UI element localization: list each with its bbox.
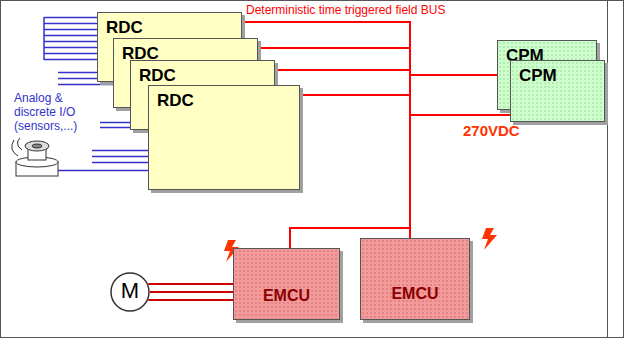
voltage-label: 270VDC [463, 122, 520, 139]
io-wire [92, 156, 148, 158]
sensor-cable [12, 138, 22, 156]
sensor-head [25, 141, 49, 151]
unit-name: RDC [106, 18, 143, 38]
unit-name: EMCU [391, 285, 438, 303]
io-wire [58, 84, 113, 86]
rdc-box: RDC [148, 85, 300, 190]
emcu-box: EMCU [233, 248, 340, 320]
sensor-core [32, 144, 42, 148]
cpm-box: CPM [510, 60, 605, 122]
io-wire [43, 17, 45, 60]
motor-outline [111, 273, 149, 311]
io-wire [44, 53, 97, 55]
io-wire [100, 122, 130, 124]
io-wire [58, 170, 148, 172]
frame-divider [607, 0, 608, 338]
io-wire [44, 23, 97, 25]
bus-connector [148, 284, 233, 300]
io-wire [44, 41, 97, 43]
io-wire [44, 29, 97, 31]
io-wire [44, 47, 97, 49]
unit-name: EMCU [263, 287, 310, 305]
io-label: Analog & discrete I/O (sensors,...) [14, 91, 96, 133]
bus-connector [300, 75, 497, 95]
emcu-box: EMCU [360, 238, 470, 320]
motor-circle: M [110, 272, 150, 312]
bus-connector [300, 95, 510, 115]
unit-name: RDC [157, 91, 194, 111]
bus-connector [290, 75, 497, 248]
io-wire [44, 17, 97, 19]
io-wire [44, 59, 97, 61]
bus-connector [275, 70, 510, 115]
unit-name: CPM [519, 66, 557, 86]
bus-label: Deterministic time triggered field BUS [246, 3, 445, 17]
unit-name: RDC [139, 66, 176, 86]
io-wire [100, 127, 130, 129]
lightning-bolt [482, 228, 497, 250]
io-wire [92, 162, 148, 164]
sensor-symbol [12, 138, 58, 176]
bus-connector [410, 75, 497, 238]
io-wire [44, 35, 97, 37]
motor-label: M [121, 278, 139, 304]
io-wire [92, 150, 148, 152]
